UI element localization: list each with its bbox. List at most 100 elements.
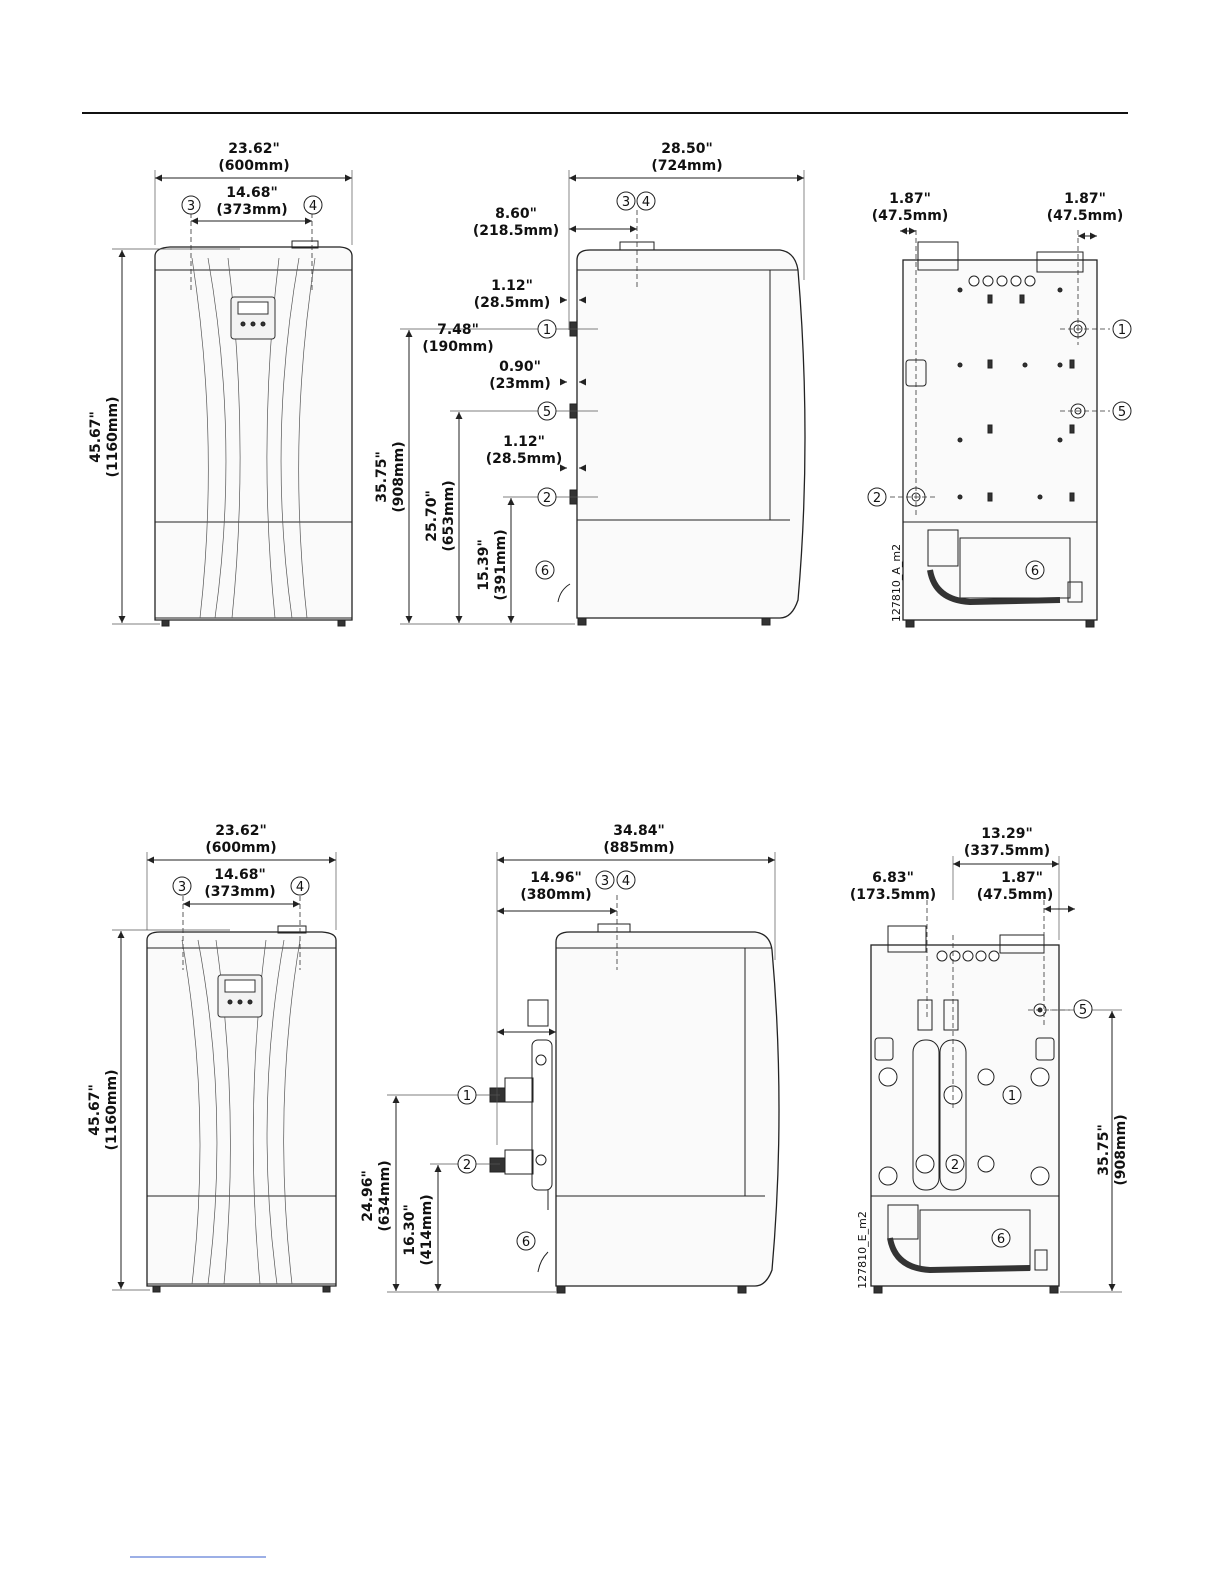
bottom-side-vent-offset: 14.96" bbox=[530, 870, 582, 886]
top-side-h1-mm: (908mm) bbox=[391, 441, 407, 512]
top-front-view bbox=[112, 170, 353, 627]
bottom-side-depth-mm: (885mm) bbox=[603, 840, 674, 856]
top-side-view bbox=[400, 170, 806, 626]
top-side-c1-offset: 1.12" bbox=[491, 278, 533, 294]
top-side-callout-6: 6 bbox=[535, 560, 555, 580]
svg-text:1: 1 bbox=[1118, 323, 1126, 338]
top-side-callout-3: 3 bbox=[616, 191, 636, 211]
top-side-h5-mm: (653mm) bbox=[441, 480, 457, 551]
svg-text:5: 5 bbox=[1118, 405, 1126, 420]
bottom-side-depth: 34.84" bbox=[613, 823, 665, 839]
bottom-side-view bbox=[387, 852, 780, 1294]
bottom-front-width-mm: (600mm) bbox=[205, 840, 276, 856]
bottom-rear-left-offset: 6.83" bbox=[872, 870, 914, 886]
svg-text:6: 6 bbox=[522, 1235, 530, 1250]
svg-text:4: 4 bbox=[622, 874, 630, 889]
top-side-vent-offset-mm: (218.5mm) bbox=[473, 223, 559, 239]
bottom-rear-left-offset-mm: (173.5mm) bbox=[850, 887, 936, 903]
svg-text:5: 5 bbox=[543, 405, 551, 420]
bottom-rear-right-offset: 1.87" bbox=[1001, 870, 1043, 886]
bottom-side-pipe-offset: 7.48" bbox=[437, 322, 479, 338]
svg-text:3: 3 bbox=[178, 880, 186, 895]
top-front-spacing-mm: (373mm) bbox=[216, 202, 287, 218]
bottom-side-h1: 24.96" bbox=[360, 1170, 376, 1222]
top-rear-drawing-code: 127810_A_m2 bbox=[890, 544, 903, 622]
top-front-spacing: 14.68" bbox=[226, 185, 278, 201]
bottom-rear-h5: 35.75" bbox=[1096, 1124, 1112, 1176]
bottom-rear-callout-5: 5 bbox=[1073, 999, 1093, 1019]
top-side-depth: 28.50" bbox=[661, 141, 713, 157]
top-rear-left-offset: 1.87" bbox=[889, 191, 931, 207]
bottom-rear-callout-6: 6 bbox=[991, 1228, 1011, 1248]
bottom-front-spacing-mm: (373mm) bbox=[204, 884, 275, 900]
bottom-side-pipe-offset-mm: (190mm) bbox=[422, 339, 493, 355]
top-side-c1-offset-mm: (28.5mm) bbox=[474, 295, 551, 311]
bottom-rear-right-offset-mm: (47.5mm) bbox=[977, 887, 1054, 903]
svg-text:4: 4 bbox=[642, 195, 650, 210]
top-side-h2: 15.39" bbox=[476, 539, 492, 591]
top-side-c5-offset: 0.90" bbox=[499, 359, 541, 375]
svg-text:4: 4 bbox=[296, 880, 304, 895]
bottom-side-vent-offset-mm: (380mm) bbox=[520, 887, 591, 903]
top-side-c5-offset-mm: (23mm) bbox=[489, 376, 550, 392]
top-rear-callout-5: 5 bbox=[1112, 401, 1132, 421]
top-side-callout-4: 4 bbox=[636, 191, 656, 211]
bottom-front-view bbox=[112, 852, 337, 1293]
bottom-rear-callout-2: 2 bbox=[945, 1154, 965, 1174]
top-rear-callout-6: 6 bbox=[1025, 560, 1045, 580]
bottom-rear-drawing-code: 127810_E_m2 bbox=[856, 1211, 869, 1289]
top-front-height-mm: (1160mm) bbox=[105, 397, 121, 478]
bottom-side-h2-mm: (414mm) bbox=[419, 1194, 435, 1265]
top-rear-view bbox=[890, 227, 1110, 628]
svg-text:6: 6 bbox=[541, 564, 549, 579]
bottom-side-h1-mm: (634mm) bbox=[377, 1160, 393, 1231]
bottom-rear-h5-mm: (908mm) bbox=[1113, 1114, 1129, 1185]
top-side-vent-offset: 8.60" bbox=[495, 206, 537, 222]
bottom-front-height: 45.67" bbox=[87, 1084, 103, 1136]
svg-text:4: 4 bbox=[309, 199, 317, 214]
bottom-rear-view bbox=[870, 856, 1122, 1294]
bottom-front-width: 23.62" bbox=[215, 823, 267, 839]
svg-text:2: 2 bbox=[873, 491, 881, 506]
svg-text:1: 1 bbox=[463, 1089, 471, 1104]
bottom-rear-width: 13.29" bbox=[981, 826, 1033, 842]
svg-text:1: 1 bbox=[1008, 1089, 1016, 1104]
top-side-c2-offset: 1.12" bbox=[503, 434, 545, 450]
svg-text:2: 2 bbox=[543, 491, 551, 506]
top-rear-left-offset-mm: (47.5mm) bbox=[872, 208, 949, 224]
top-side-h1: 35.75" bbox=[374, 451, 390, 503]
svg-text:5: 5 bbox=[1079, 1003, 1087, 1018]
svg-text:3: 3 bbox=[601, 874, 609, 889]
bottom-front-callout-4: 4 bbox=[290, 876, 310, 896]
bottom-side-h2: 16.30" bbox=[402, 1204, 418, 1256]
top-front-height: 45.67" bbox=[88, 411, 104, 463]
svg-text:3: 3 bbox=[622, 195, 630, 210]
top-rear-right-offset: 1.87" bbox=[1064, 191, 1106, 207]
top-side-h2-mm: (391mm) bbox=[493, 529, 509, 600]
bottom-side-callout-2: 2 bbox=[457, 1154, 477, 1174]
bottom-front-height-mm: (1160mm) bbox=[104, 1070, 120, 1151]
bottom-side-callout-4: 4 bbox=[616, 870, 636, 890]
top-side-callout-1: 1 bbox=[537, 319, 557, 339]
top-rear-right-offset-mm: (47.5mm) bbox=[1047, 208, 1124, 224]
bottom-rear-width-mm: (337.5mm) bbox=[964, 843, 1050, 859]
bottom-front-callout-3: 3 bbox=[172, 876, 192, 896]
bottom-front-spacing: 14.68" bbox=[214, 867, 266, 883]
top-side-callout-5: 5 bbox=[537, 401, 557, 421]
bottom-side-callout-3: 3 bbox=[595, 870, 615, 890]
top-rear-callout-2: 2 bbox=[867, 487, 887, 507]
svg-text:6: 6 bbox=[997, 1232, 1005, 1247]
bottom-side-callout-1: 1 bbox=[457, 1085, 477, 1105]
top-front-callout-3: 3 bbox=[181, 195, 201, 215]
svg-text:2: 2 bbox=[951, 1158, 959, 1173]
top-rear-callout-1: 1 bbox=[1112, 319, 1132, 339]
top-side-depth-mm: (724mm) bbox=[651, 158, 722, 174]
top-front-width-mm: (600mm) bbox=[218, 158, 289, 174]
bottom-side-callout-6: 6 bbox=[516, 1231, 536, 1251]
top-side-callout-2: 2 bbox=[537, 487, 557, 507]
top-front-width: 23.62" bbox=[228, 141, 280, 157]
top-front-callout-4: 4 bbox=[303, 195, 323, 215]
svg-text:6: 6 bbox=[1031, 564, 1039, 579]
svg-text:3: 3 bbox=[187, 199, 195, 214]
